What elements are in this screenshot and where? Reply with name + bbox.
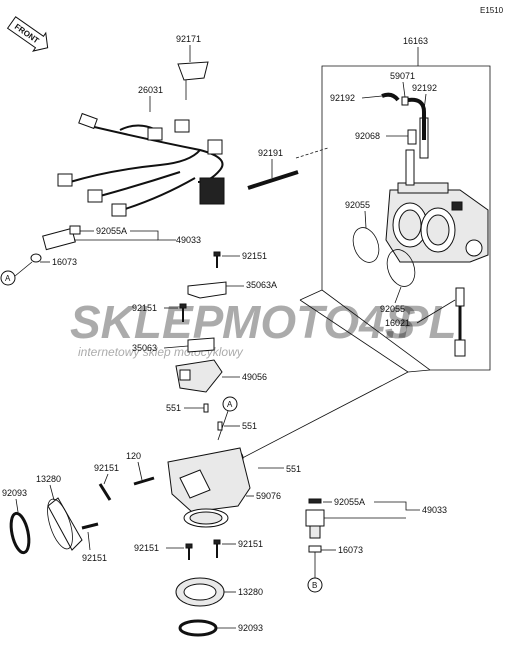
screw-120 — [133, 476, 155, 486]
part-92171-label: 92171 — [176, 34, 201, 44]
wiring-harness — [57, 112, 225, 217]
part-551-a-label: 551 — [166, 403, 181, 413]
clamp-13280-left — [47, 497, 83, 551]
part-13280-left-label: 13280 — [36, 474, 61, 484]
part-551-b-label: 551 — [242, 421, 257, 431]
part-92151-a-label: 92151 — [242, 251, 267, 261]
part-92151-d-label: 92151 — [82, 553, 107, 563]
clip-551-a — [203, 403, 209, 413]
callout-A-left: A — [5, 274, 11, 283]
watermark-brand-part3: .PL — [385, 296, 457, 348]
part-92055-lower-label: 92055 — [380, 304, 405, 314]
part-92192-left-label: 92192 — [330, 93, 355, 103]
throttle-body — [385, 117, 489, 263]
bracket-35063A — [187, 281, 227, 299]
cable-92191 — [247, 170, 299, 190]
sensor-49056 — [175, 359, 223, 393]
part-92191-label: 92191 — [258, 148, 283, 158]
part-49056-label: 49056 — [242, 372, 267, 382]
callout-A-center: A — [227, 400, 233, 409]
screw-92151-d — [81, 522, 99, 530]
vacuum-hose — [381, 92, 400, 102]
part-16073-bottom-label: 16073 — [338, 545, 363, 555]
seal-92055A-bottom — [308, 498, 322, 504]
callout-circle-A-center — [222, 396, 238, 412]
part-92068-label: 92068 — [355, 131, 380, 141]
callout-circle-A-left — [0, 270, 16, 286]
callout-B-bottom: B — [312, 581, 317, 590]
vacuum-hose-right — [407, 97, 426, 140]
injector-top — [30, 225, 81, 263]
cap-92068 — [407, 129, 417, 145]
clip-551-b — [217, 421, 223, 431]
diagram-code: E1510 — [480, 6, 504, 15]
part-92151-e-label: 92151 — [134, 543, 159, 553]
watermark-brand-part2: MOTO4S — [222, 296, 416, 348]
part-92151-c-label: 92151 — [94, 463, 119, 473]
screw-92151-e — [185, 543, 193, 560]
o-ring-upper — [352, 227, 380, 263]
watermark-tagline: internetowy sklep motocyklowy — [78, 345, 244, 359]
clamp-13280-bottom — [175, 577, 225, 607]
adjust-screw-16021 — [454, 287, 466, 357]
part-49033-top-label: 49033 — [176, 235, 201, 245]
part-92151-f-label: 92151 — [238, 539, 263, 549]
injector-bottom — [305, 509, 325, 553]
screw-92151-f — [213, 539, 221, 558]
part-16021-label: 16021 — [385, 318, 410, 328]
part-59076-label: 59076 — [256, 491, 281, 501]
part-49033-bottom-label: 49033 — [422, 505, 447, 515]
part-16073-top-label: 16073 — [52, 257, 77, 267]
part-92151-b-label: 92151 — [132, 303, 157, 313]
part-35063A-label: 35063A — [246, 280, 277, 290]
part-26031-label: 26031 — [138, 85, 163, 95]
part-13280-bottom-label: 13280 — [238, 587, 263, 597]
clamp-92171 — [177, 61, 209, 100]
screw-92151-c — [98, 483, 112, 501]
vacuum-fitting — [401, 96, 409, 106]
o-ring-92093-left — [9, 511, 31, 555]
part-92055-upper-label: 92055 — [345, 200, 370, 210]
part-92093-bottom-label: 92093 — [238, 623, 263, 633]
o-ring-lower — [386, 249, 416, 287]
part-92055A-bottom-label: 92055A — [334, 497, 365, 507]
sensor-bracket-35063 — [187, 337, 215, 353]
part-92093-left-label: 92093 — [2, 488, 27, 498]
intake-duct-59076 — [167, 447, 251, 528]
part-92192-right-label: 92192 — [412, 83, 437, 93]
o-ring-92093-bottom — [178, 619, 218, 637]
part-35063-label: 35063 — [132, 343, 157, 353]
part-120-label: 120 — [126, 451, 141, 461]
part-59071-label: 59071 — [390, 71, 415, 81]
part-16163-label: 16163 — [403, 36, 428, 46]
front-arrow-icon: FRONT — [6, 16, 49, 52]
part-551-c-label: 551 — [286, 464, 301, 474]
screw-92151-a — [213, 251, 221, 268]
part-92055A-top-label: 92055A — [96, 226, 127, 236]
screw-92151-b — [179, 303, 187, 322]
assembly-boundary — [321, 65, 491, 371]
